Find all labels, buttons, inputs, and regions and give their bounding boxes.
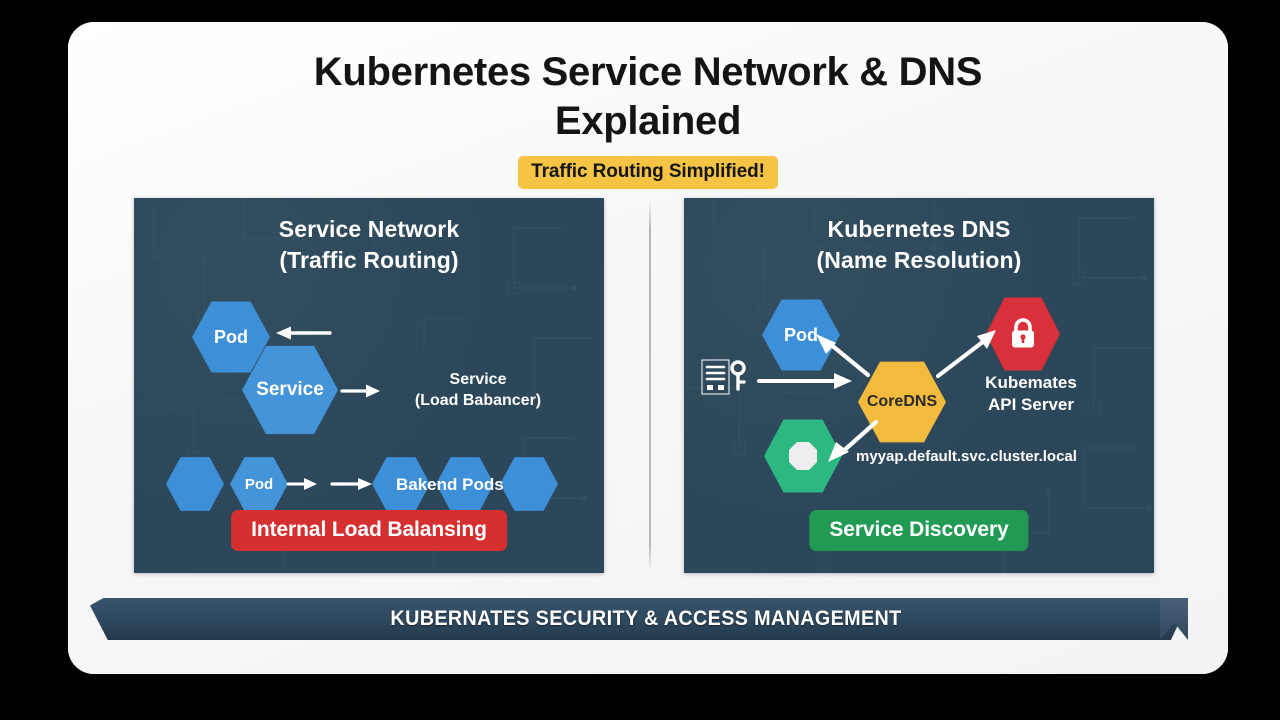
hex-pod-bottom: Pod	[230, 457, 288, 511]
hex-pod-bottom-label: Pod	[244, 475, 274, 493]
panel-left-heading-line-1: Service Network	[278, 216, 460, 242]
arrow-to-pod-left-icon	[276, 326, 332, 340]
subtitle-block: Traffic Routing Simplified!	[68, 156, 1228, 189]
banner-shape	[90, 598, 1187, 640]
hex-backend-1	[166, 457, 224, 511]
page-title: Kubernetes Service Network & DNS Explain…	[268, 48, 1028, 146]
badge-internal-load-balancing-label: Internal Load Balansing	[251, 518, 487, 541]
label-api-server: Kubemates API Server	[956, 372, 1106, 416]
label-backend-pods: Bakend Pods	[396, 474, 556, 496]
hex-pod-top-label: Pod	[214, 326, 248, 347]
subtitle-badge: Traffic Routing Simplified!	[518, 156, 778, 189]
panel-left-heading-line-2: (Traffic Routing)	[279, 247, 459, 274]
hex-coredns: CoreDNS	[858, 361, 946, 443]
label-fqdn: myyap.default.svc.cluster.local	[856, 447, 1146, 467]
hex-pod: Pod	[762, 299, 840, 371]
slide-surface: Kubernetes Service Network & DNS Explain…	[68, 22, 1228, 674]
panel-right-diagram: Pod CoreDNS	[684, 290, 1154, 573]
arrow-manifest-to-coredns-icon	[757, 373, 852, 389]
document-key-icon	[701, 359, 746, 395]
arrow-coredns-to-endpoint-icon	[828, 419, 879, 462]
hex-pod-top: Pod	[192, 301, 270, 373]
panel-right-heading-line-1: Kubernetes DNS	[827, 216, 1011, 242]
label-api-server-line-2: API Server	[988, 395, 1074, 415]
page-title-line-1: Kubernetes Service Network & DNS	[313, 50, 983, 94]
panel-right-heading-line-2: (Name Resolution)	[816, 247, 1022, 274]
arrow-pod-to-backend-2-icon	[330, 478, 372, 490]
title-block: Kubernetes Service Network & DNS Explain…	[68, 48, 1228, 146]
hex-service-label: Service	[256, 379, 324, 400]
hex-pod-label: Pod	[784, 324, 818, 345]
arrow-coredns-to-pod-icon	[816, 334, 871, 378]
panel-divider	[649, 200, 651, 572]
banner-text: KUBERNATES SECURITY & ACCESS MANAGEMENT	[390, 607, 902, 630]
arrow-service-to-lb-icon	[340, 384, 380, 398]
panel-kubernetes-dns: Kubernetes DNS (Name Resolution) Pod	[684, 198, 1154, 573]
page-title-line-2: Explained	[554, 98, 742, 143]
bottom-banner: KUBERNATES SECURITY & ACCESS MANAGEMENT	[90, 598, 1202, 640]
panel-left-diagram: Pod Service	[134, 290, 604, 573]
panel-left-heading: Service Network (Traffic Routing)	[134, 214, 604, 276]
panel-right-heading: Kubernetes DNS (Name Resolution)	[684, 214, 1154, 276]
badge-service-discovery: Service Discovery	[809, 510, 1029, 551]
lock-icon	[1012, 318, 1034, 348]
panel-service-network: Service Network (Traffic Routing) Pod	[134, 198, 604, 573]
hex-coredns-label: CoreDNS	[866, 393, 938, 410]
label-fqdn-text: myyap.default.svc.cluster.local	[856, 448, 1077, 465]
label-service-load-balancer: Service (Load Babancer)	[378, 370, 578, 412]
label-api-server-line-1: Kubemates	[985, 373, 1077, 392]
endpoint-circle-icon	[789, 442, 817, 470]
arrow-pod-to-backend-1-icon	[286, 478, 317, 490]
slide-card: Kubernetes Service Network & DNS Explain…	[68, 22, 1228, 674]
badge-internal-load-balancing: Internal Load Balansing	[231, 510, 507, 551]
label-service-role-line-1: Service	[449, 371, 507, 388]
arrow-coredns-to-api-server-icon	[935, 330, 996, 379]
label-service-role-line-2: (Load Babancer)	[414, 391, 542, 409]
label-backend-pods-text: Bakend Pods	[396, 475, 504, 494]
badge-service-discovery-label: Service Discovery	[829, 518, 1009, 541]
